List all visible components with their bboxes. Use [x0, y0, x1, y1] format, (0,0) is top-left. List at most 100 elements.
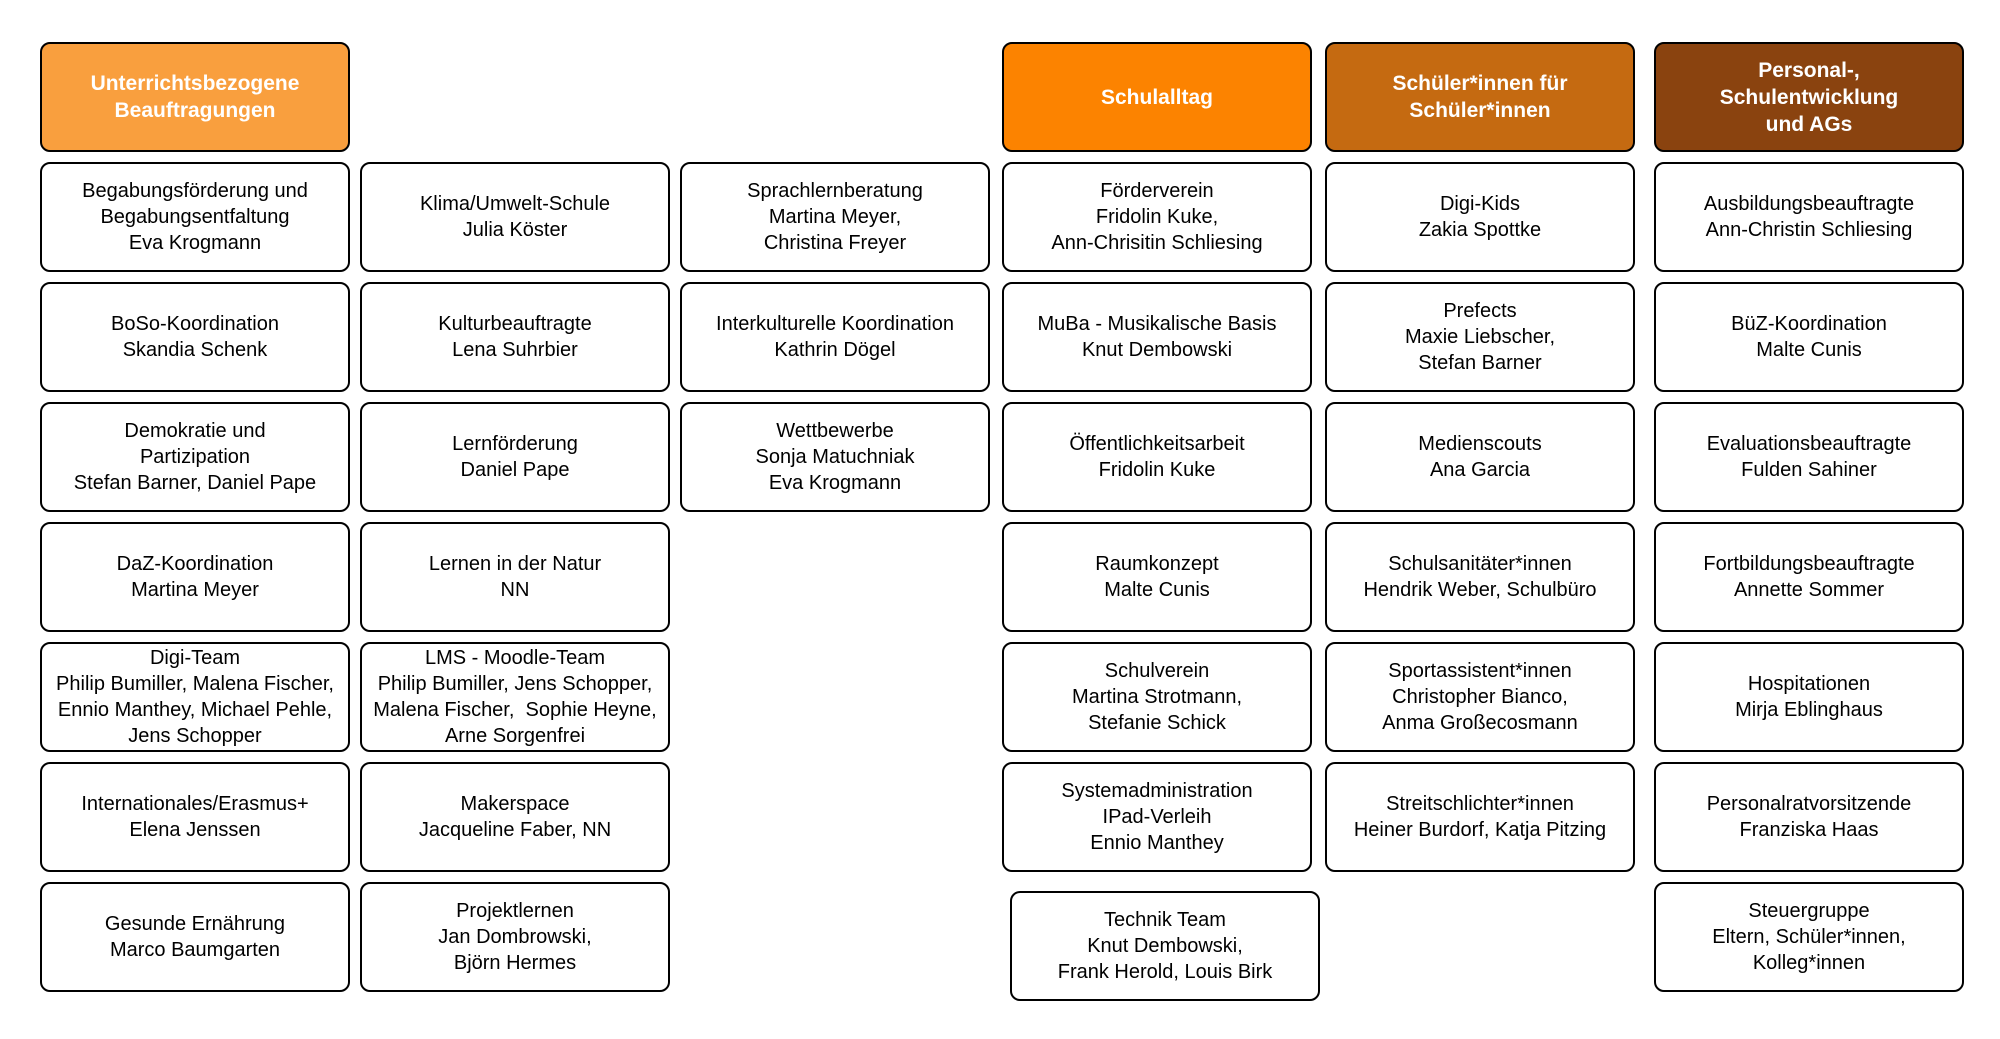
org-box-line: Eva Krogmann	[768, 472, 902, 494]
org-box-line: Heiner Burdorf, Katja Pitzing	[1353, 819, 1607, 841]
org-box-line: Jens Schopper	[128, 725, 262, 747]
org-box-line: Personalratvorsitzende	[1706, 793, 1912, 815]
header-line: Schulentwicklung	[1719, 85, 1899, 109]
org-box-line: Ennio Manthey, Michael Pehle,	[57, 699, 333, 721]
org-box-line: Streitschlichter*innen	[1386, 793, 1574, 815]
org-box-line: Julia Köster	[462, 219, 568, 241]
org-box-line: Internationales/Erasmus+	[81, 793, 309, 815]
org-box-line: Hendrik Weber, Schulbüro	[1363, 579, 1597, 601]
org-box-line: Zakia Spottke	[1418, 219, 1542, 241]
org-box-line: Sonja Matuchniak	[755, 446, 915, 468]
org-box-line: Steuergruppe	[1748, 900, 1870, 922]
org-box-line: Martina Meyer	[131, 579, 259, 601]
org-box-line: Evaluationsbeauftragte	[1706, 433, 1912, 455]
org-box-line: Skandia Schenk	[122, 339, 268, 361]
org-box-line: Stefan Barner	[1418, 352, 1542, 374]
org-box-line: Raumkonzept	[1095, 553, 1219, 575]
org-box-line: Elena Jenssen	[129, 819, 261, 841]
org-box-line: Maxie Liebscher,	[1404, 326, 1556, 348]
org-box-line: MuBa - Musikalische Basis	[1037, 313, 1277, 335]
org-box-line: Ausbildungsbeauftragte	[1703, 193, 1915, 215]
org-box-line: Fortbildungsbeauftragte	[1703, 553, 1915, 575]
header-line: Schulalltag	[1100, 85, 1214, 109]
org-box-line: Begabungsförderung und	[82, 180, 308, 202]
org-box-line: Lena Suhrbier	[452, 339, 578, 361]
org-box-line: BoSo-Koordination	[111, 313, 279, 335]
org-box-line: Franziska Haas	[1739, 819, 1879, 841]
org-box-line: Lernförderung	[452, 433, 578, 455]
org-box-line: Digi-Team	[149, 647, 241, 669]
org-box-line: Frank Herold, Louis Birk	[1057, 961, 1273, 983]
org-box-line: Fridolin Kuke,	[1095, 206, 1219, 228]
org-box-line: Ana Garcia	[1429, 459, 1531, 481]
org-box-line: Ann-Christin Schliesing	[1705, 219, 1913, 241]
org-box: Internationales/Erasmus+ Elena Jenssen	[40, 762, 350, 872]
org-box-line: Projektlernen	[456, 900, 574, 922]
org-box-line: Annette Sommer	[1733, 579, 1885, 601]
org-box-line: LMS - Moodle-Team	[424, 647, 606, 669]
org-box-line: Mirja Eblinghaus	[1735, 699, 1883, 721]
org-box-line: Hospitationen	[1747, 673, 1871, 695]
column-header-schulalltag: Schulalltag	[1002, 42, 1312, 152]
header-line: Beauftragungen	[114, 99, 276, 122]
org-box-line: Wettbewerbe	[776, 420, 894, 442]
org-box-line: Technik Team	[1104, 909, 1226, 931]
org-box-line: Daniel Pape	[460, 459, 570, 481]
org-box-line: Ann-Chrisitin Schliesing	[1051, 232, 1263, 254]
org-box-line: Philip Bumiller, Jens Schopper,	[377, 673, 653, 695]
org-box-line: Christopher Bianco,	[1392, 686, 1568, 708]
org-box-line: Malena Fischer, Sophie Heyne,	[373, 699, 657, 721]
org-box-line: Björn Hermes	[453, 952, 577, 974]
org-box-line: Gesunde Ernährung	[104, 913, 286, 935]
org-box-line: Demokratie und	[124, 420, 266, 442]
org-box-line: Interkulturelle Koordination	[716, 313, 954, 335]
org-box-line: Arne Sorgenfrei	[444, 725, 586, 747]
org-box-line: Lernen in der Natur	[428, 553, 602, 575]
org-box-line: Prefects	[1443, 300, 1517, 322]
header-line: Personal-,	[1758, 58, 1860, 82]
org-box-line: Eva Krogmann	[128, 232, 262, 254]
org-box-line: Knut Dembowski	[1081, 339, 1233, 361]
org-box-line: Martina Strotmann,	[1071, 686, 1243, 708]
org-box-line: Stefan Barner, Daniel Pape	[73, 472, 317, 494]
header-line: Unterrichtsbezogene	[90, 72, 300, 95]
org-box-line: Philip Bumiller, Malena Fischer,	[56, 673, 334, 695]
org-box-line: Jacqueline Faber, NN	[418, 819, 612, 841]
org-box-line: BüZ-Koordination	[1731, 313, 1887, 335]
org-box-line: Digi-Kids	[1439, 193, 1521, 215]
org-box-line: Kolleg*innen	[1752, 952, 1866, 974]
org-box-line: Partizipation	[139, 446, 251, 468]
org-box-line: Christina Freyer	[763, 232, 907, 254]
org-box-line: Malte Cunis	[1104, 579, 1210, 601]
org-box-line: Jan Dombrowski,	[438, 926, 592, 948]
